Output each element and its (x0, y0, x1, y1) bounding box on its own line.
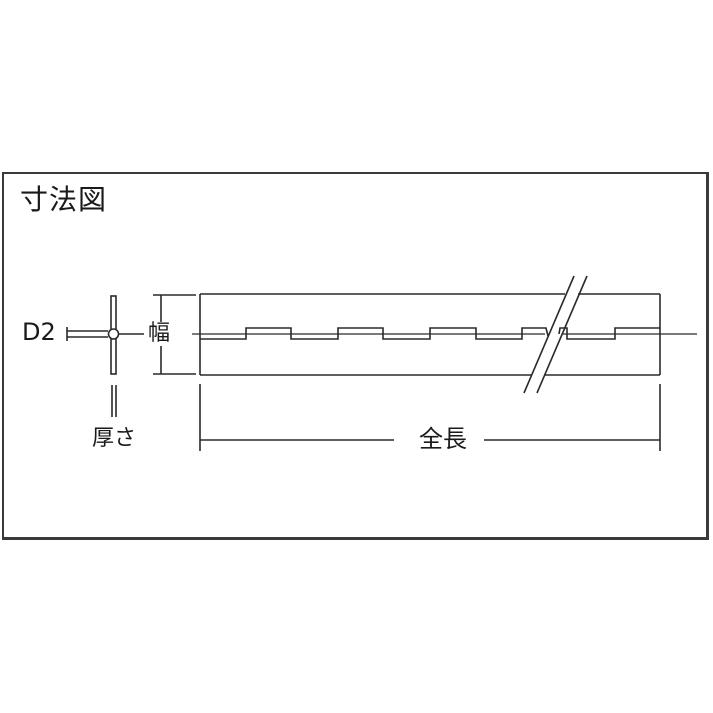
width-label: 幅 (148, 321, 171, 346)
thickness-label: 厚さ (92, 426, 137, 451)
diagram-title: 寸法図 (20, 183, 108, 216)
end-view (66, 295, 144, 417)
length-dimension (199, 384, 661, 451)
diagram-frame (2, 172, 709, 540)
plan-view (192, 275, 697, 394)
overall-length-label: 全長 (411, 427, 475, 451)
d2-label: D2 (22, 318, 56, 346)
